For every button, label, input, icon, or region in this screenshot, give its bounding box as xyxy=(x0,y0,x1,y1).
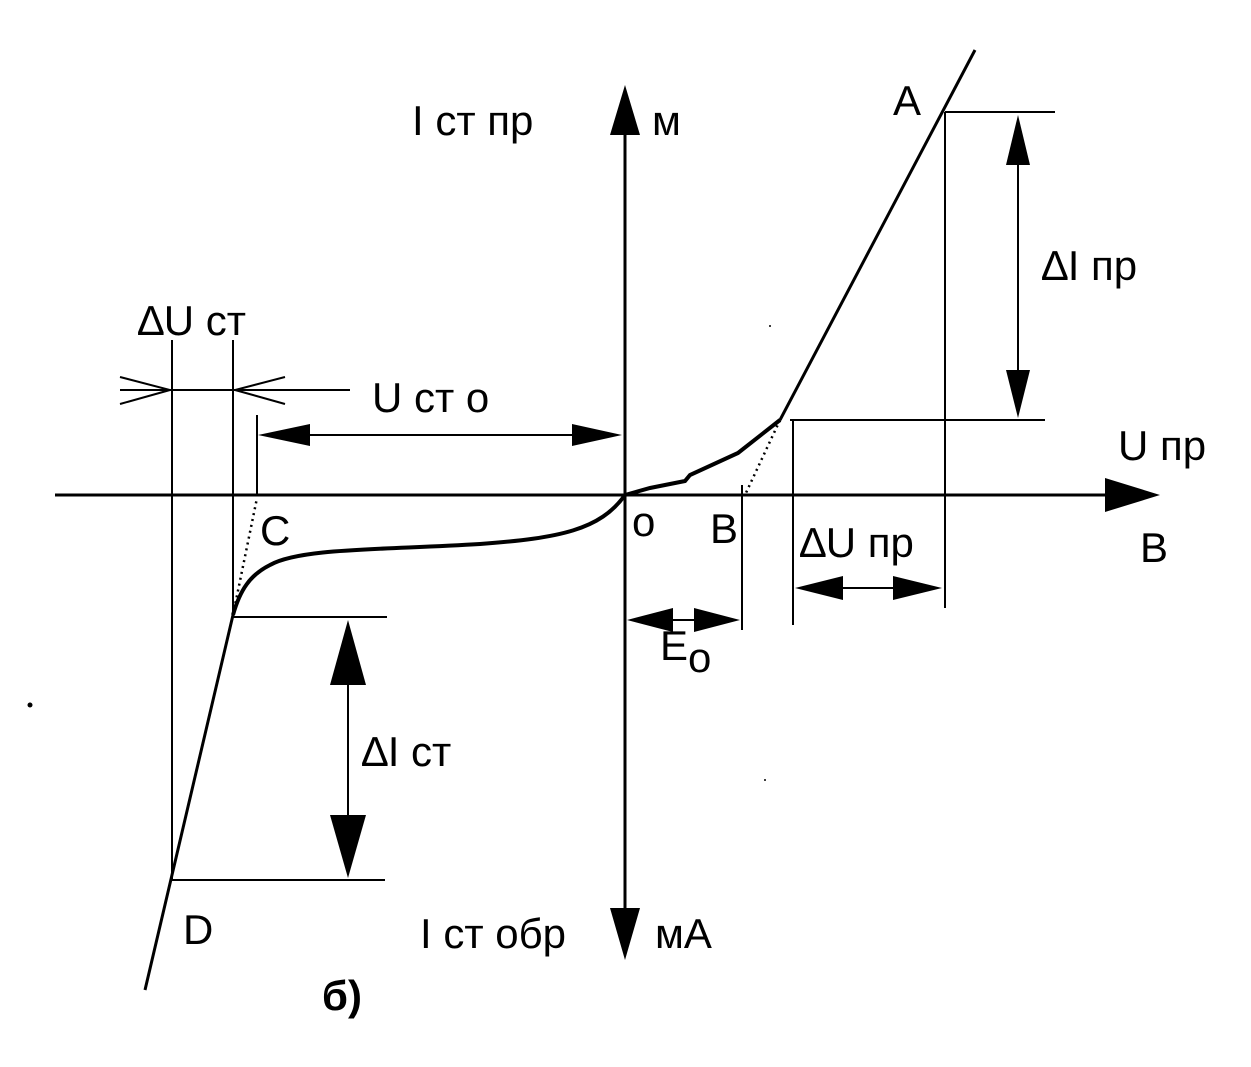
e-o-main: E xyxy=(660,622,688,669)
delta-u-st-right-arrow xyxy=(231,376,286,405)
point-b-label: B xyxy=(710,505,738,552)
delta-u-pr-right-arrow xyxy=(893,576,942,600)
speck xyxy=(764,779,766,781)
y-bottom-label: I ст обр xyxy=(420,910,566,957)
e-o-sub: o xyxy=(688,634,711,681)
forward-knee-curve xyxy=(624,418,782,497)
caption: б) xyxy=(322,972,362,1019)
u-st-o-right-arrow xyxy=(572,424,622,446)
y-bottom-unit: мА xyxy=(655,910,712,957)
u-st-o-label: U ст о xyxy=(372,374,489,421)
delta-u-pr-left-arrow xyxy=(795,576,843,600)
u-st-o-left-arrow xyxy=(258,424,310,446)
breakdown-linear-segment xyxy=(143,614,235,991)
y-top-unit: м xyxy=(652,97,681,144)
x-right-unit: B xyxy=(1140,524,1168,571)
point-d-label: D xyxy=(183,906,213,953)
y-axis-bottom-arrowhead xyxy=(610,908,640,960)
extrapolation-to-c xyxy=(231,497,259,616)
point-a-label: A xyxy=(893,77,921,124)
delta-i-st-label: ∆I ст xyxy=(362,728,451,775)
delta-u-st-left-arrow xyxy=(119,376,174,405)
delta-i-st-bottom-arrow xyxy=(330,815,366,878)
reverse-curve xyxy=(231,493,627,616)
delta-i-pr-label: ∆I пр xyxy=(1042,242,1137,289)
delta-i-st-top-arrow xyxy=(330,620,366,685)
delta-u-pr-label: ∆U пр xyxy=(800,519,914,566)
x-right-label: U пр xyxy=(1118,422,1206,469)
e-o-label: Eo xyxy=(660,622,711,681)
extrapolation-to-b xyxy=(743,419,782,496)
x-axis-arrowhead xyxy=(1105,478,1160,512)
forward-linear-segment xyxy=(778,49,977,421)
delta-i-pr-top-arrow xyxy=(1006,115,1030,165)
origin-label: o xyxy=(632,498,655,545)
point-c-label: C xyxy=(260,507,290,554)
e-o-left-arrow xyxy=(627,608,673,632)
y-top-label: I ст пр xyxy=(412,97,533,144)
speck xyxy=(27,702,33,708)
delta-i-pr-bottom-arrow xyxy=(1006,370,1030,418)
y-axis-top-arrowhead xyxy=(610,85,640,135)
e-o-right-arrow xyxy=(694,608,740,632)
delta-u-st-label: ∆U ст xyxy=(138,297,246,344)
speck xyxy=(769,325,771,327)
